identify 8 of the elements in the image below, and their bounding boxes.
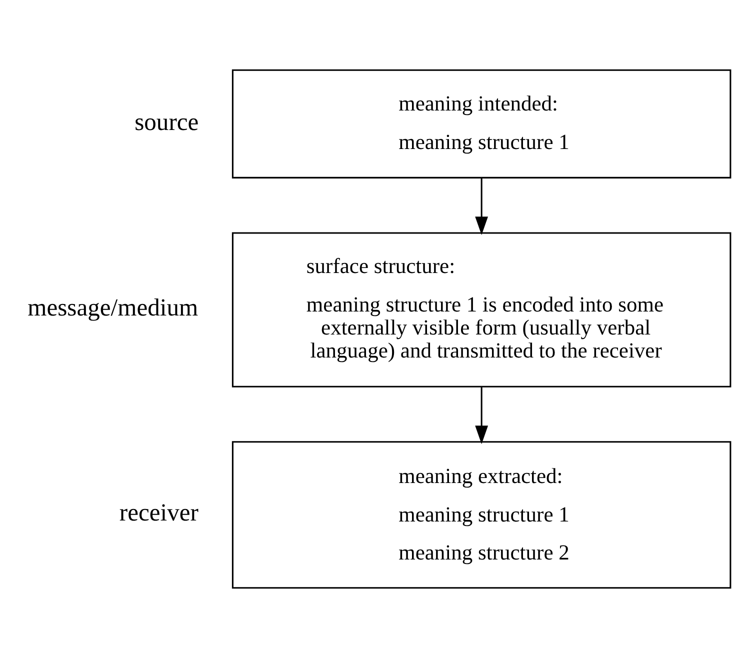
node-label: source xyxy=(134,108,199,136)
arrow xyxy=(475,177,488,235)
node-label: message/medium xyxy=(28,294,198,322)
node-box: meaning extracted: meaning structure 1 meaning structure 2 xyxy=(232,440,732,588)
node-box: meaning intended: meaning structure 1 xyxy=(232,68,732,178)
arrow xyxy=(475,386,488,444)
node-box: surface structure: meaning structure 1 is encoded into some externally visible form (usually verbal language) and transmitted to the receiver xyxy=(232,232,732,387)
node-label: receiver xyxy=(119,499,199,526)
